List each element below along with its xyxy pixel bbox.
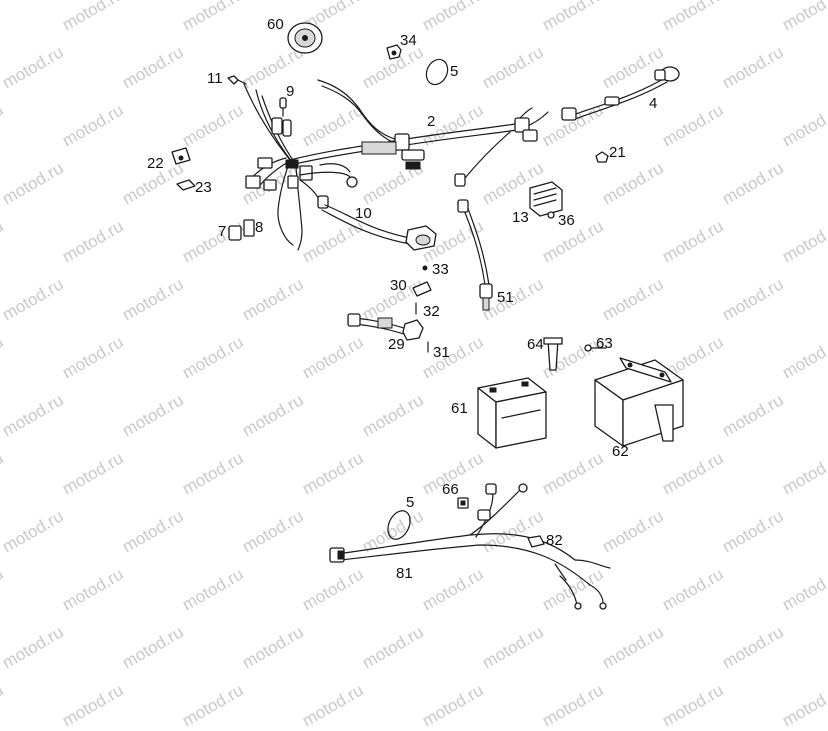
callout-7: 7 [218,223,226,240]
callout-10: 10 [355,205,372,222]
callout-51: 51 [497,289,514,306]
bracket-part-22 [171,147,191,165]
watermark-text: motod.ru [478,622,547,673]
callout-9: 9 [286,83,294,100]
callout-62: 62 [612,443,629,460]
battery-box-part-62 [594,357,684,447]
callout-66: 66 [442,481,459,498]
callout-2: 2 [427,113,435,130]
nut-part-21 [595,151,609,163]
watermark-text: motod.ru [298,680,367,731]
switch-part-30 [412,281,432,297]
callout-23: 23 [195,179,212,196]
callout-4: 4 [649,95,657,112]
watermark-text: motod.ru [58,680,127,731]
bracket-part-23 [176,179,196,191]
watermark-text: motod.ru [238,622,307,673]
switch-harness-part-29 [347,313,424,341]
screw-part-33 [422,265,428,271]
main-wiring-harness [289,79,549,187]
sensor-wire-part-4 [561,66,680,121]
callout-21: 21 [609,144,626,161]
horn-part [287,22,323,54]
wiring-diagram: 60 34 5 11 9 2 [147,16,684,610]
cable-tie-part-top [425,58,449,86]
watermark-text: motod.ru [658,680,727,731]
callout-34: 34 [400,32,417,49]
watermark-text: motod.ru [718,622,787,673]
callout-30: 30 [390,277,407,294]
callout-29: 29 [388,336,405,353]
bulb-part-11 [227,75,247,85]
callout-32: 32 [423,303,440,320]
clip-part-82 [527,535,545,548]
watermark-text: motod.ru [778,680,828,731]
callout-81: 81 [396,565,413,582]
watermark-text: motod.ru [0,680,7,731]
relay-part-8 [243,219,255,237]
callout-60: 60 [267,16,284,33]
watermark-text: motod.ru [178,680,247,731]
watermark-text: motod.ru [118,622,187,673]
watermark-text: motod.ru [358,622,427,673]
headlight-harness [243,83,358,251]
relay-part-7 [228,225,242,241]
watermark-text: motod.ru [418,680,487,731]
callout-5-top: 5 [450,63,458,80]
callout-36: 36 [558,212,575,229]
sensor-part-51 [457,199,493,311]
callout-64: 64 [527,336,544,353]
callout-61: 61 [451,400,468,417]
callout-31: 31 [433,344,450,361]
screw-part-36 [547,211,555,219]
clip-part-34 [386,44,402,60]
cable-tie-part-bottom [387,510,411,540]
bulb-part-9 [279,97,287,117]
callout-13: 13 [512,209,529,226]
rear-harness-part-81 [329,483,611,610]
bolt-part-63 [584,344,607,352]
callout-5-bottom: 5 [406,494,414,511]
battery-part-61 [477,377,547,449]
callout-82: 82 [546,532,563,549]
callout-33: 33 [432,261,449,278]
callout-11: 11 [207,70,223,87]
battery-strap-part-64 [543,337,563,371]
switch-harness-part-10 [321,204,437,251]
fuse-part-66 [457,497,469,509]
watermark-text: motod.ru [538,680,607,731]
watermark-text: motod.ru [0,622,67,673]
watermark-text: motod.ru [598,622,667,673]
callout-8: 8 [255,219,263,236]
rectifier-part-13 [529,181,563,217]
callout-22: 22 [147,155,164,172]
callout-63: 63 [596,335,613,352]
